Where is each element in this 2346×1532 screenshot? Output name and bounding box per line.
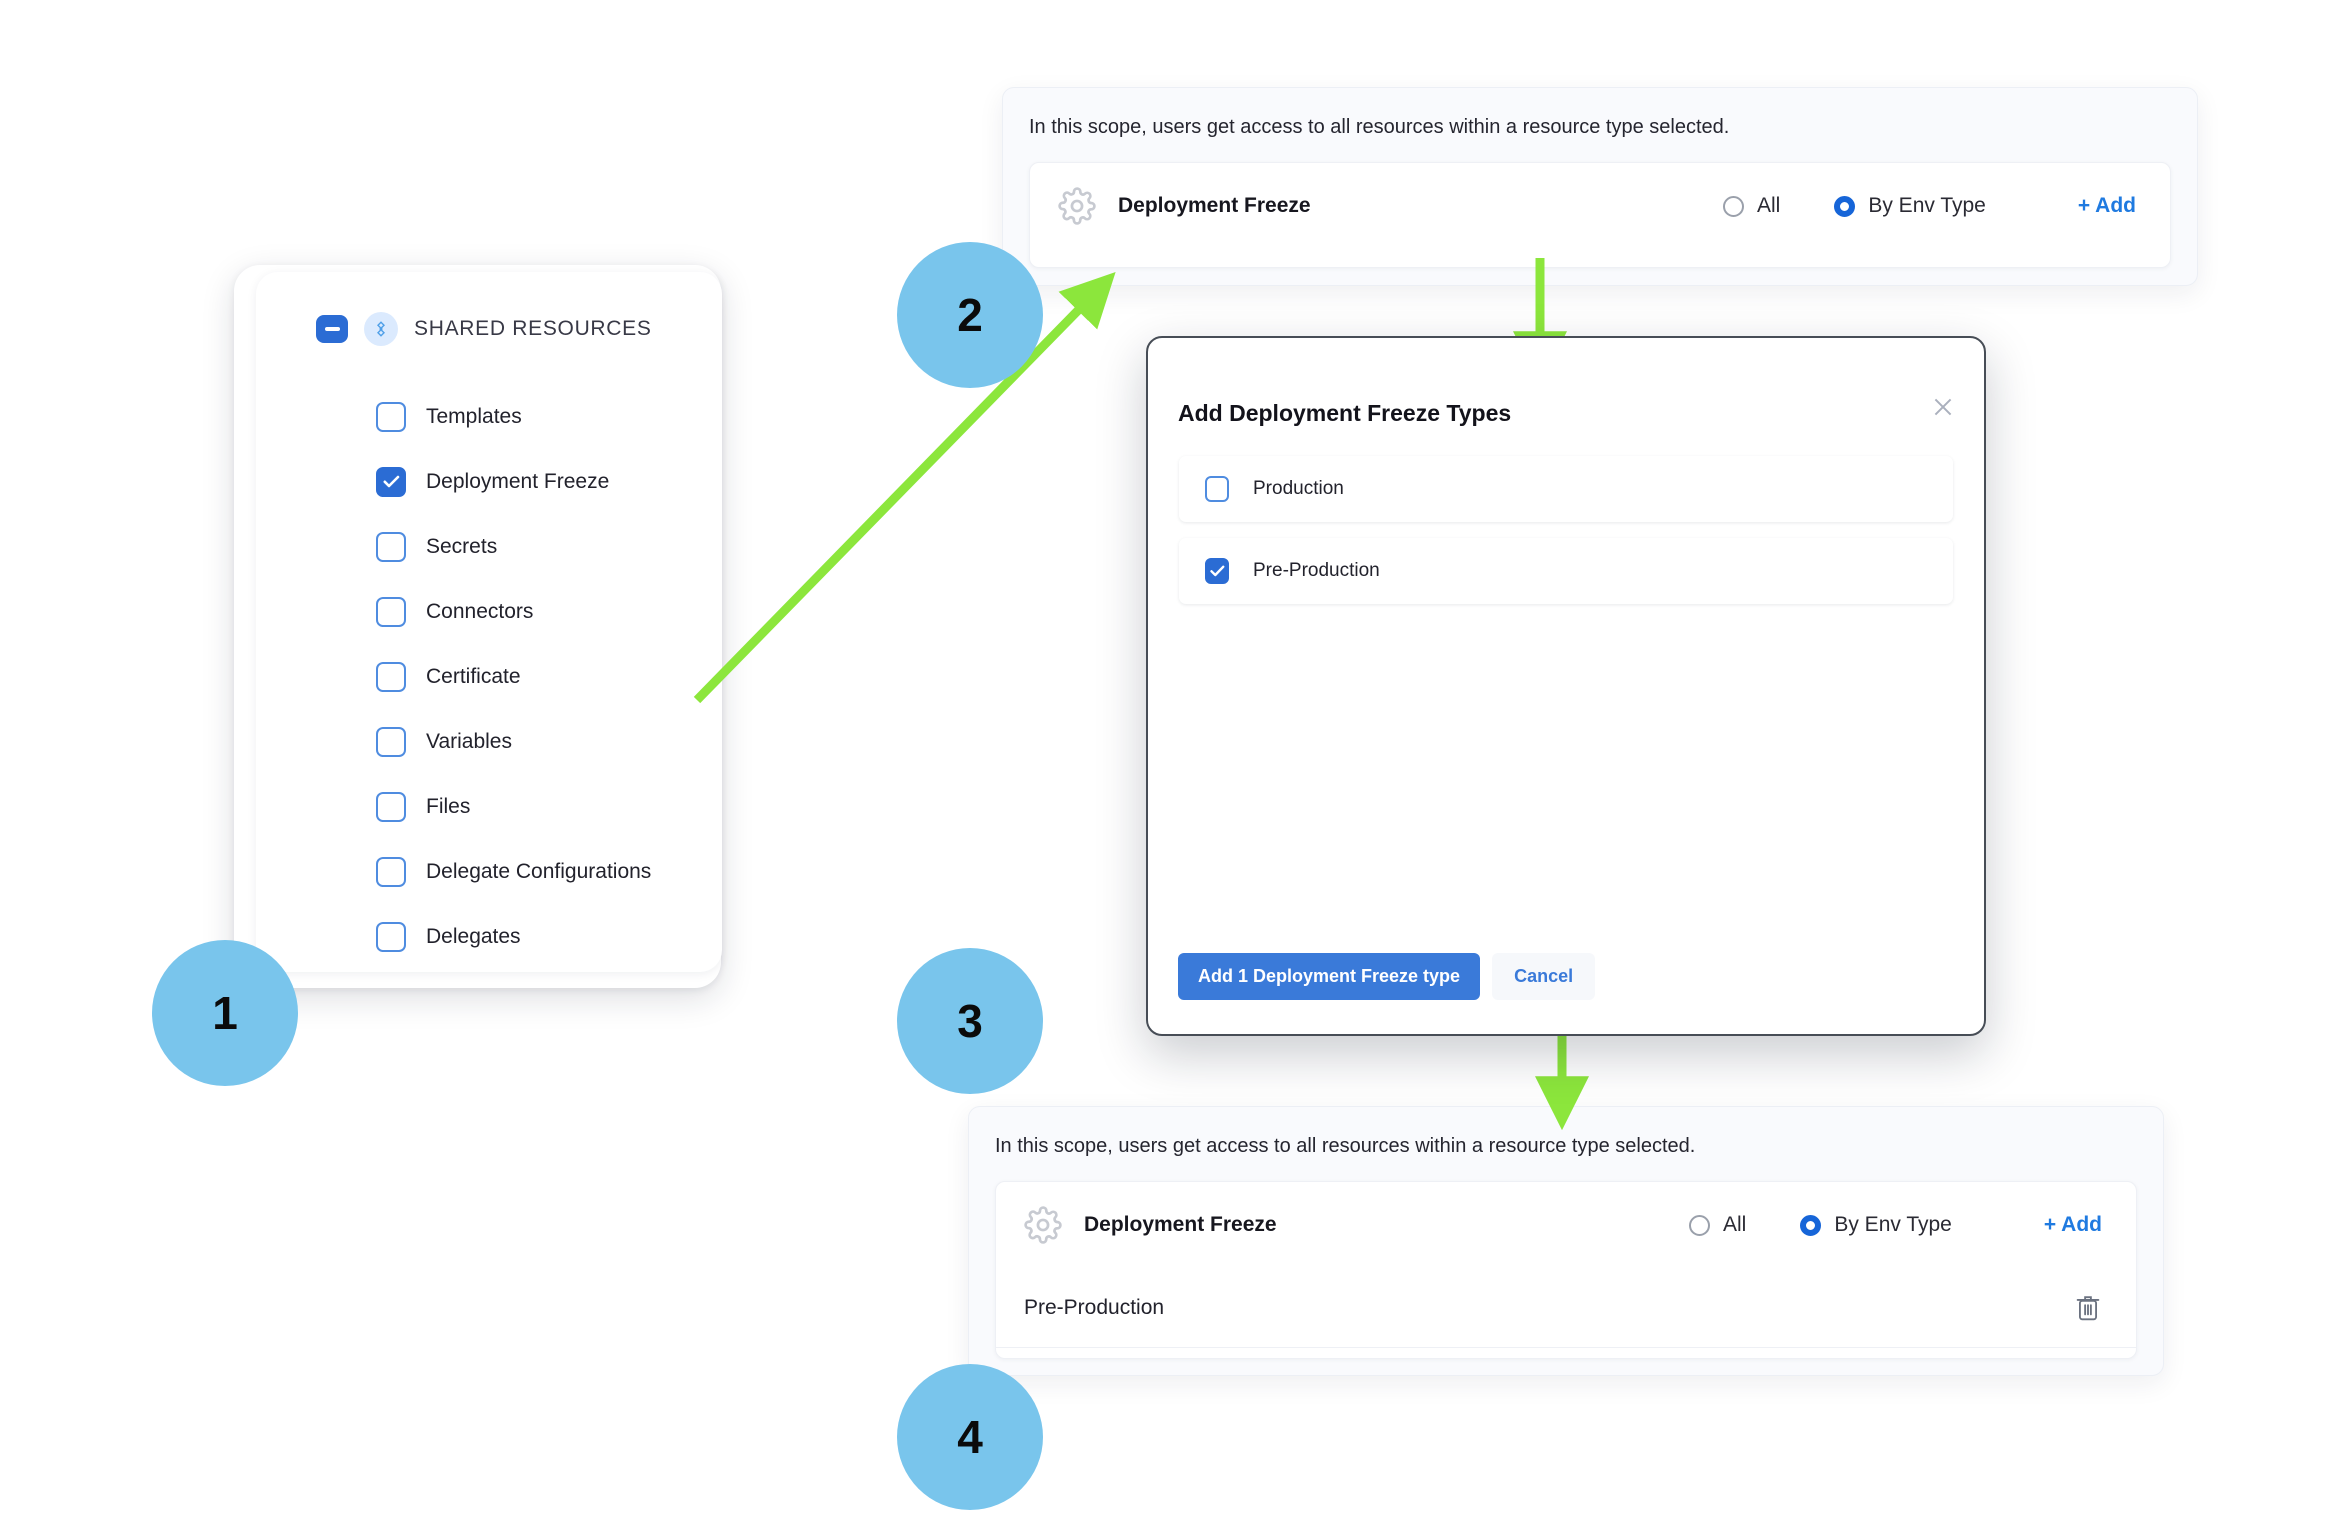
resource-type-row-delegates[interactable]: Delegates [256, 904, 722, 969]
scope-controls-bottom: All By Env Type + Add [1689, 1213, 2102, 1237]
resource-type-row-files[interactable]: Files [256, 774, 722, 839]
checkbox-secrets[interactable] [376, 531, 406, 562]
checkbox-delegate-configurations[interactable] [376, 856, 406, 887]
modal-option-pre-production[interactable]: Pre-Production [1179, 538, 1953, 604]
scope-resource-name-bottom: Deployment Freeze [1084, 1213, 1277, 1236]
scope-controls-top: All By Env Type + Add [1723, 194, 2136, 218]
resource-type-row-certificate[interactable]: Certificate [256, 644, 722, 709]
resource-type-label: Files [426, 794, 471, 818]
resource-type-row-delegate-configurations[interactable]: Delegate Configurations [256, 839, 722, 904]
resource-type-row-connectors[interactable]: Connectors [256, 579, 722, 644]
radio-by-env-type-icon-top[interactable] [1834, 195, 1856, 217]
modal-checkbox-pre-production[interactable] [1205, 558, 1229, 584]
shared-resources-label: SHARED RESOURCES [414, 317, 652, 340]
arrow-1-to-2 [693, 271, 1116, 704]
modal-footer: Add 1 Deployment Freeze type Cancel [1178, 953, 1596, 1000]
modal-option-label: Pre-Production [1253, 560, 1380, 581]
checkbox-delegates[interactable] [376, 921, 406, 952]
radio-by-env-type-top[interactable]: By Env Type [1834, 194, 1986, 218]
radio-all-icon-bottom[interactable] [1689, 1214, 1710, 1236]
radio-all-icon-top[interactable] [1723, 195, 1744, 217]
resource-type-label: Delegate Configurations [426, 859, 652, 883]
modal-title: Add Deployment Freeze Types [1178, 400, 1512, 426]
add-deployment-freeze-types-modal: Add Deployment Freeze Types Production P… [1146, 336, 1986, 1036]
radio-by-env-type-label-bottom: By Env Type [1834, 1213, 1952, 1236]
resource-type-label: Delegates [426, 924, 521, 948]
checkbox-templates[interactable] [376, 401, 406, 432]
modal-option-label: Production [1253, 478, 1344, 499]
shared-resources-group-header[interactable]: SHARED RESOURCES [256, 312, 722, 346]
scope-resource-card-bottom: Deployment Freeze All By Env Type + Add … [995, 1181, 2137, 1359]
modal-checkbox-production[interactable] [1205, 476, 1229, 502]
checkbox-certificate[interactable] [376, 661, 406, 692]
radio-by-env-type-label-top: By Env Type [1868, 194, 1986, 217]
resource-type-row-templates[interactable]: Templates [256, 384, 722, 449]
radio-by-env-type-icon-bottom[interactable] [1800, 1214, 1822, 1236]
step-badge-4: 4 [897, 1364, 1043, 1510]
add-deployment-freeze-type-button[interactable]: Add 1 Deployment Freeze type [1178, 953, 1481, 1000]
group-checkbox-indeterminate[interactable] [316, 315, 348, 343]
resource-type-label: Certificate [426, 664, 521, 688]
add-button-bottom[interactable]: + Add [2043, 1213, 2102, 1236]
checkbox-deployment-freeze[interactable] [376, 466, 406, 497]
close-icon[interactable] [1930, 394, 1956, 420]
resource-type-label: Deployment Freeze [426, 469, 610, 493]
checkbox-files[interactable] [376, 791, 406, 822]
resource-type-row-secrets[interactable]: Secrets [256, 514, 722, 579]
resource-type-row-deployment-freeze[interactable]: Deployment Freeze [256, 449, 722, 514]
checkbox-variables[interactable] [376, 726, 406, 757]
radio-all-bottom[interactable]: All [1689, 1213, 1746, 1237]
gear-icon [1058, 187, 1096, 225]
scope-resource-card-top: Deployment Freeze All By Env Type + Add [1029, 162, 2171, 268]
resource-type-label: Variables [426, 729, 512, 753]
radio-all-label-bottom: All [1723, 1213, 1747, 1236]
scope-panel-bottom: In this scope, users get access to all r… [968, 1106, 2164, 1376]
resource-type-label: Secrets [426, 534, 498, 558]
gear-icon [1024, 1206, 1062, 1244]
checkbox-connectors[interactable] [376, 596, 406, 627]
add-button-top[interactable]: + Add [2077, 194, 2136, 217]
scope-head-bottom: Deployment Freeze All By Env Type + Add [996, 1182, 2136, 1268]
scope-panel-top: In this scope, users get access to all r… [1002, 87, 2198, 286]
shared-resources-icon [364, 312, 398, 346]
scope-note-top: In this scope, users get access to all r… [1029, 116, 1730, 138]
scope-note-bottom: In this scope, users get access to all r… [995, 1135, 1696, 1157]
table-row: Pre-Production [996, 1268, 2136, 1348]
modal-option-production[interactable]: Production [1179, 456, 1953, 522]
freeze-type-name: Pre-Production [1024, 1295, 1165, 1319]
step-badge-1: 1 [152, 940, 298, 1086]
cancel-button[interactable]: Cancel [1492, 953, 1596, 1000]
step-badge-3: 3 [897, 948, 1043, 1094]
scope-head-top: Deployment Freeze All By Env Type + Add [1030, 163, 2170, 249]
resource-type-label: Templates [426, 404, 522, 428]
scope-resource-name-top: Deployment Freeze [1118, 194, 1311, 217]
radio-all-top[interactable]: All [1723, 194, 1780, 218]
radio-by-env-type-bottom[interactable]: By Env Type [1800, 1213, 1952, 1237]
resource-type-row-variables[interactable]: Variables [256, 709, 722, 774]
resource-type-label: Connectors [426, 599, 534, 623]
step-badge-2: 2 [897, 242, 1043, 388]
trash-icon[interactable] [2074, 1293, 2102, 1323]
radio-all-label-top: All [1757, 194, 1781, 217]
